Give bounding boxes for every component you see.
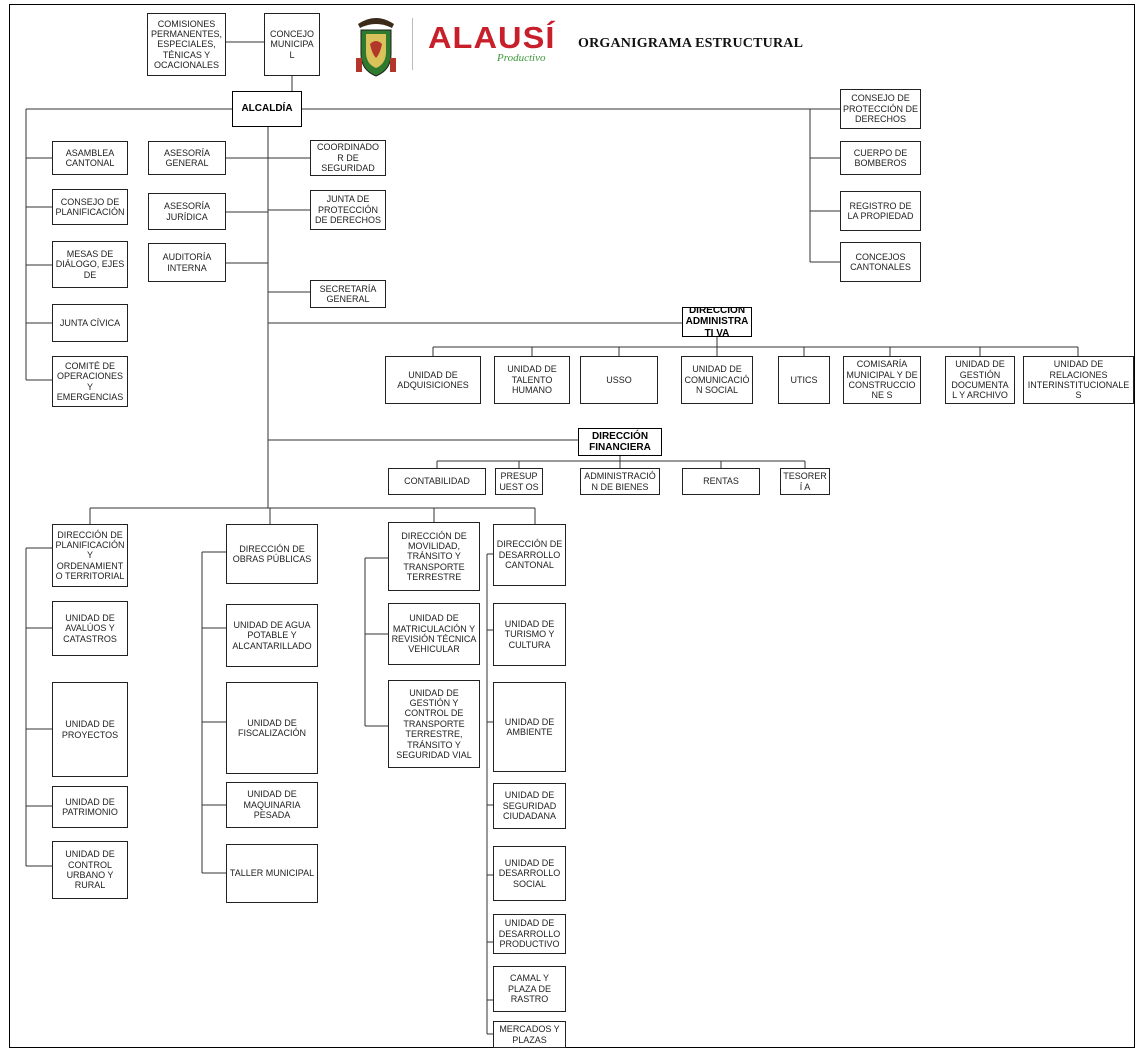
municipal-crest-icon xyxy=(356,18,396,77)
node-consejo-proteccion: CONSEJO DE PROTECCIÓN DE DERECHOS xyxy=(840,89,921,129)
node-camal-plaza-rastro: CAMAL Y PLAZA DE RASTRO xyxy=(493,966,566,1012)
node-junta-civica: JUNTA CÍVICA xyxy=(52,304,128,342)
node-desarrollo-social: UNIDAD DE DESARROLLO SOCIAL xyxy=(493,846,566,901)
node-mercados-plazas: MERCADOS Y PLAZAS xyxy=(493,1021,566,1048)
node-administracion-bienes: ADMINISTRACIÓN DE BIENES xyxy=(580,468,660,495)
node-direccion-administrativa: DIRECCIÓN ADMINISTRATI VA xyxy=(682,307,752,337)
node-fiscalizacion: UNIDAD DE FISCALIZACIÓN xyxy=(226,682,318,774)
node-relaciones-interinstitucionales: UNIDAD DE RELACIONES INTERINSTITUCIONALE… xyxy=(1023,356,1134,404)
node-registro-propiedad: REGISTRO DE LA PROPIEDAD xyxy=(840,191,921,231)
node-unidad-comunicacion: UNIDAD DE COMUNICACIÓN SOCIAL xyxy=(681,356,753,404)
node-mesas-dialogo: MESAS DE DIÁLOGO, EJES DE xyxy=(52,241,128,288)
node-comisaria-municipal: COMISARÍA MUNICIPAL Y DE CONSTRUCCIONE S xyxy=(843,356,921,404)
node-rentas: RENTAS xyxy=(682,468,760,495)
node-concejos-cantonales: CONCEJOS CANTONALES xyxy=(840,242,921,282)
node-usso: USSO xyxy=(580,356,658,404)
node-contabilidad: CONTABILIDAD xyxy=(388,468,486,495)
page-frame xyxy=(9,4,1135,1048)
node-matriculacion: UNIDAD DE MATRICULACIÓN Y REVISIÓN TÉCNI… xyxy=(388,603,480,665)
node-maquinaria-pesada: UNIDAD DE MAQUINARIA PESADA xyxy=(226,782,318,828)
node-coordinador-seguridad: COORDINADO R DE SEGURIDAD xyxy=(310,140,386,176)
header-separator xyxy=(412,18,413,70)
node-agua-potable: UNIDAD DE AGUA POTABLE Y ALCANTARILLADO xyxy=(226,604,318,667)
node-direccion-desarrollo: DIRECCIÓN DE DESARROLLO CANTONAL xyxy=(493,524,566,586)
node-unidad-proyectos: UNIDAD DE PROYECTOS xyxy=(52,682,128,777)
node-comite-emergencias: COMITÉ DE OPERACIONES Y EMERGENCIAS xyxy=(52,356,128,407)
node-unidad-patrimonio: UNIDAD DE PATRIMONIO xyxy=(52,786,128,828)
node-secretaria-general: SECRETARÍA GENERAL xyxy=(310,280,386,308)
node-turismo-cultura: UNIDAD DE TURISMO Y CULTURA xyxy=(493,603,566,666)
node-presupuestos: PRESUPUEST OS xyxy=(495,468,543,495)
node-gestion-documental: UNIDAD DE GESTIÓN DOCUMENTA L Y ARCHIVO xyxy=(945,356,1015,404)
node-direccion-planificacion: DIRECCIÓN DE PLANIFICACIÓN Y ORDENAMIENT… xyxy=(52,524,128,587)
brand-logo-text: ALAUSÍ xyxy=(428,20,556,55)
node-seguridad-ciudadana: UNIDAD DE SEGURIDAD CIUDADANA xyxy=(493,783,566,829)
node-junta-proteccion: JUNTA DE PROTECCIÓN DE DERECHOS xyxy=(310,190,386,230)
node-comisiones: COMISIONES PERMANENTES, ESPECIALES, TÉNI… xyxy=(147,13,226,76)
node-consejo-planificacion: CONSEJO DE PLANIFICACIÓN xyxy=(52,189,128,225)
page-title: ORGANIGRAMA ESTRUCTURAL xyxy=(578,36,804,51)
node-avaluos-catastros: UNIDAD DE AVALÚOS Y CATASTROS xyxy=(52,601,128,656)
node-unidad-talento-humano: UNIDAD DE TALENTO HUMANO xyxy=(494,356,570,404)
node-direccion-financiera: DIRECCIÓN FINANCIERA xyxy=(578,428,662,456)
node-unidad-adquisiciones: UNIDAD DE ADQUISICIONES xyxy=(385,356,481,404)
node-direccion-obras-publicas: DIRECCIÓN DE OBRAS PÚBLICAS xyxy=(226,524,318,584)
node-gestion-control-transporte: UNIDAD DE GESTIÓN Y CONTROL DE TRANSPORT… xyxy=(388,680,480,768)
node-unidad-ambiente: UNIDAD DE AMBIENTE xyxy=(493,682,566,772)
node-cuerpo-bomberos: CUERPO DE BOMBEROS xyxy=(840,141,921,175)
node-asesoria-general: ASESORÍA GENERAL xyxy=(148,141,226,175)
node-taller-municipal: TALLER MUNICIPAL xyxy=(226,844,318,903)
node-alcaldia: ALCALDÍA xyxy=(232,91,302,127)
node-asamblea-cantonal: ASAMBLEA CANTONAL xyxy=(52,141,128,175)
node-utics: UTICS xyxy=(778,356,830,404)
node-tesoreria: TESORERÍ A xyxy=(780,468,830,495)
node-asesoria-juridica: ASESORÍA JURÍDICA xyxy=(148,193,226,230)
node-concejo-municipal: CONCEJO MUNICIPA L xyxy=(264,13,320,76)
node-desarrollo-productivo: UNIDAD DE DESARROLLO PRODUCTIVO xyxy=(493,914,566,954)
node-auditoria-interna: AUDITORÍA INTERNA xyxy=(148,243,226,282)
node-direccion-movilidad: DIRECCIÓN DE MOVILIDAD, TRÁNSITO Y TRANS… xyxy=(388,522,480,591)
brand-tagline: Productivo xyxy=(497,52,546,64)
node-control-urbano: UNIDAD DE CONTROL URBANO Y RURAL xyxy=(52,841,128,899)
